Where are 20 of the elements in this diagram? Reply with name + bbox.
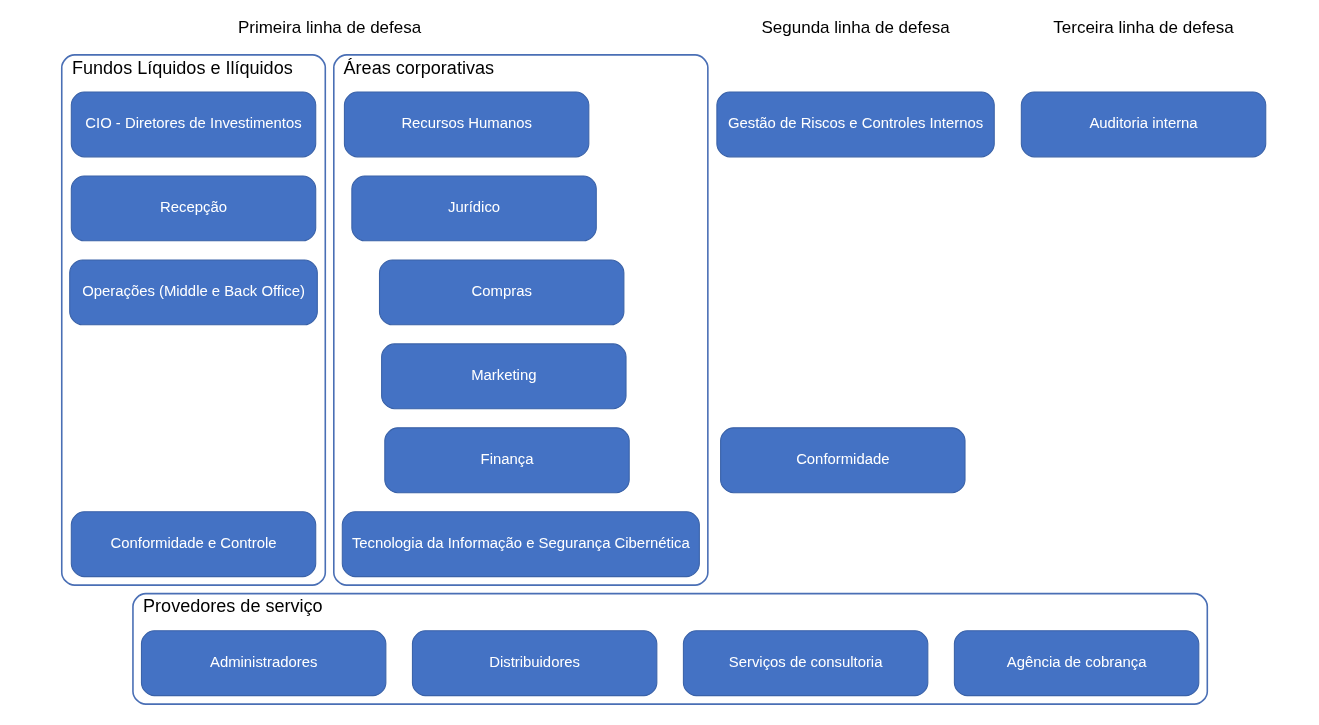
node-box: Agência de cobrança: [953, 630, 1200, 697]
label: Primeira linha de defesa: [237, 18, 422, 38]
label: Terceira linha de defesa: [1053, 18, 1234, 38]
node-box: Auditoria interna: [1020, 91, 1267, 158]
label: Segunda linha de defesa: [761, 18, 950, 38]
node-box: Serviços de consultoria: [682, 630, 929, 697]
node-box: Tecnologia da Informação e Segurança Cibernética: [341, 511, 700, 578]
node-box: Recursos Humanos: [343, 91, 590, 158]
node-box: Marketing: [381, 343, 627, 410]
node-box: Distribuidores: [411, 630, 658, 697]
node-box: Finança: [384, 427, 630, 494]
node-box: Administradores: [140, 630, 387, 697]
node-box: Operações (Middle e Back Office): [69, 259, 318, 326]
node-box: Jurídico: [351, 175, 597, 242]
node-box: Gestão de Riscos e Controles Internos: [716, 91, 995, 158]
node-box: Recepção: [70, 175, 317, 242]
node-box: Conformidade e Controle: [70, 511, 317, 578]
node-box: Compras: [378, 259, 625, 326]
node-box: CIO - Diretores de Investimentos: [70, 91, 317, 158]
node-box: Conformidade: [720, 427, 966, 494]
